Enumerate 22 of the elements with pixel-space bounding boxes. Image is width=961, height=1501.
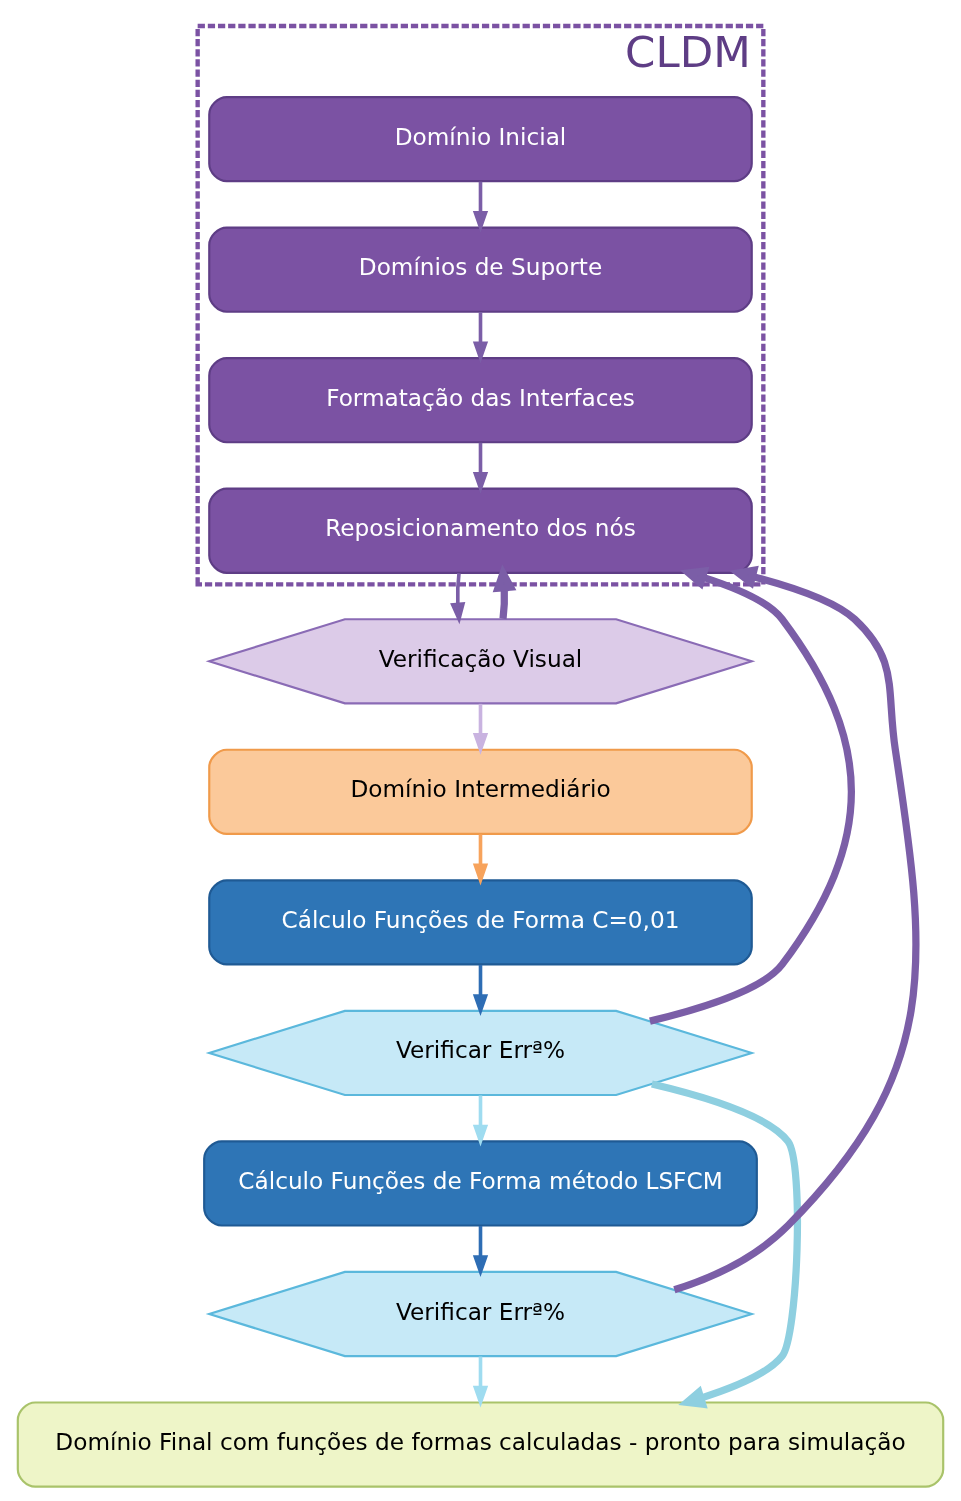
node-box: Domínio Inicial — [208, 95, 753, 183]
arrow — [472, 312, 489, 364]
node-box: Reposicionamento dos nós — [208, 487, 753, 574]
arrow — [492, 564, 517, 620]
arrow — [649, 566, 855, 1025]
arrow — [651, 1080, 802, 1409]
arrow — [450, 573, 466, 625]
node-box: Formatação das Interfaces — [208, 357, 753, 444]
node-box: Domínios de Suporte — [208, 226, 753, 313]
arrow — [472, 442, 489, 494]
arrow — [472, 703, 489, 755]
arrow — [472, 1095, 489, 1147]
arrow — [472, 1226, 489, 1278]
arrow — [472, 834, 489, 886]
arrow — [472, 1356, 489, 1408]
node-box: Domínio Final com funções de formas calculadas - pronto para simulação — [16, 1401, 945, 1488]
node-box: Cálculo Funções de Forma método LSFCM — [203, 1140, 758, 1227]
node-box: Cálculo Funções de Forma C=0,01 — [208, 879, 753, 966]
arrow — [472, 181, 489, 233]
node-box: Domínio Intermediário — [208, 748, 753, 835]
arrow — [472, 964, 489, 1016]
arrow — [673, 565, 920, 1294]
